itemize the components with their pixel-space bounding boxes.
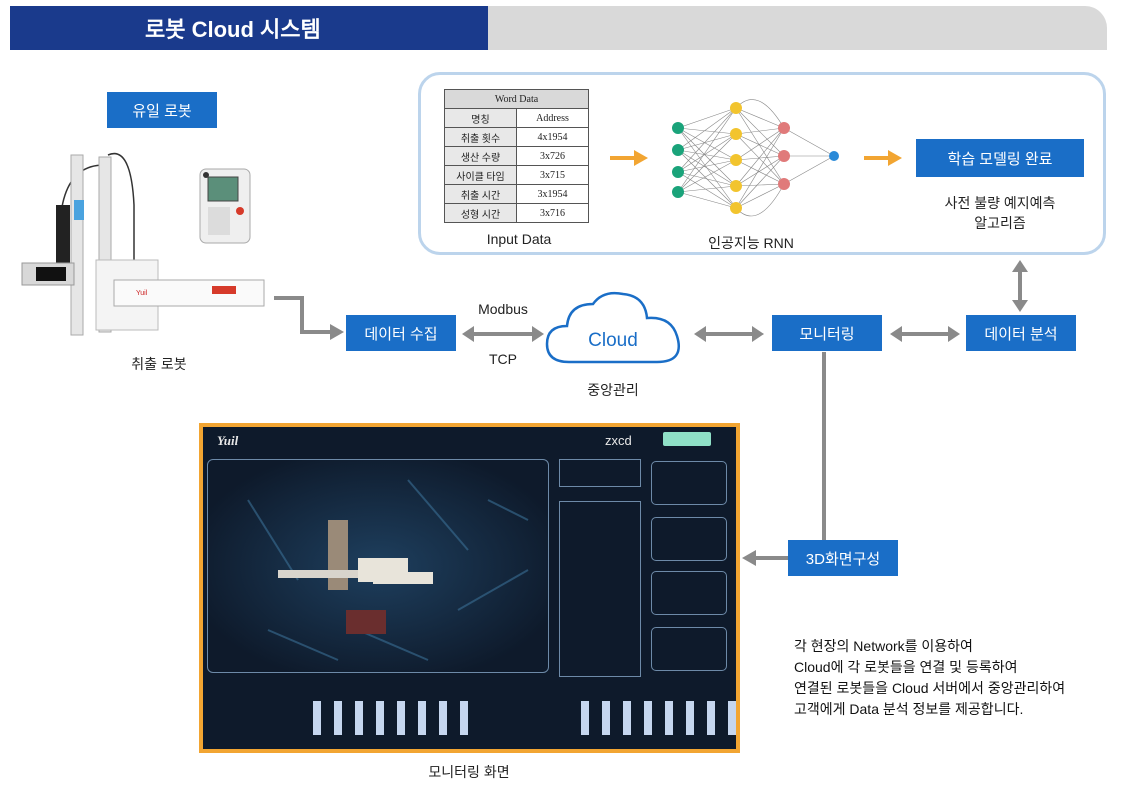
chart-bar [418, 701, 426, 735]
teach-pendant-image [199, 168, 251, 244]
chart-bar [355, 701, 363, 735]
table-row: 생산 수량 3x726 [444, 146, 589, 166]
chart-bar [439, 701, 447, 735]
chart-bar [728, 701, 736, 735]
ai-rnn-caption: 인공지능 RNN [708, 235, 794, 251]
table-col-name: 명칭 [444, 108, 517, 128]
screen-gauge [651, 517, 727, 561]
table-col-address: Address [516, 108, 589, 128]
monitoring-screen-frame: Yuil zxcd [199, 423, 740, 753]
algorithm-caption-line2: 알고리즘 [974, 215, 1026, 231]
neural-network-icon [672, 99, 839, 217]
chart-bar [313, 701, 321, 735]
chart-bar [581, 701, 589, 735]
description-line: Cloud에 각 로봇들을 연결 및 등록하여 [794, 659, 1018, 675]
arrow-robot-to-collect [274, 296, 344, 340]
learning-complete-box: 학습 모델링 완료 [916, 139, 1084, 177]
chart-bar [686, 701, 694, 735]
screen-user: zxcd [605, 433, 632, 448]
extract-robot-caption: 취출 로봇 [131, 356, 187, 372]
table-row: 성형 시간 3x716 [444, 203, 589, 223]
arrow-3d-to-monitor [742, 550, 788, 566]
chart-bar [376, 701, 384, 735]
central-caption: 중앙관리 [587, 382, 639, 398]
table-cell-address: 3x726 [516, 146, 589, 166]
modbus-label: Modbus [478, 301, 528, 317]
table-cell-name: 사이클 타임 [444, 165, 517, 185]
description-text: 각 현장의 Network를 이용하여 Cloud에 각 로봇들을 연결 및 등… [794, 636, 1065, 720]
chart-bar [644, 701, 652, 735]
monitoring-box: 모니터링 [772, 315, 882, 351]
arrow-analysis-ai [1012, 260, 1028, 312]
screen-gauge [651, 571, 727, 615]
data-collect-box: 데이터 수집 [346, 315, 456, 351]
page-title: 로봇 Cloud 시스템 [10, 6, 488, 50]
description-line: 고객에게 Data 분석 정보를 제공합니다. [794, 701, 1024, 717]
yuil-robot-label: 유일 로봇 [107, 92, 217, 128]
screen-status-indicator [559, 459, 641, 487]
chart-bar [623, 701, 631, 735]
chart-bar [707, 701, 715, 735]
robot-image: Yuil [21, 152, 265, 336]
table-cell-address: 4x1954 [516, 127, 589, 147]
arrow-cloud-monitoring [694, 326, 764, 342]
table-cell-address: 3x1954 [516, 184, 589, 204]
screen-gauge [651, 461, 727, 505]
chart-bar [334, 701, 342, 735]
table-header: Word Data [444, 89, 589, 109]
arrow-rnn-to-learning [864, 150, 902, 166]
monitor-caption: 모니터링 화면 [428, 764, 510, 780]
screen-status-button[interactable] [663, 432, 711, 446]
table-cell-address: 3x715 [516, 165, 589, 185]
word-data-table: Word Data 명칭 Address 취출 횟수 4x1954 생산 수량 … [444, 89, 589, 223]
arrow-monitoring-analysis [890, 326, 960, 342]
cloud-label: Cloud [588, 330, 638, 351]
description-line: 각 현장의 Network를 이용하여 [794, 638, 973, 654]
table-cell-address: 3x716 [516, 203, 589, 223]
screen-bar-chart-left [313, 697, 468, 735]
table-row: 사이클 타임 3x715 [444, 165, 589, 185]
table-cell-name: 취출 시간 [444, 184, 517, 204]
chart-bar [602, 701, 610, 735]
svg-text:Yuil: Yuil [136, 290, 148, 297]
screen-3d-view [207, 459, 549, 673]
arrow-input-to-rnn [610, 150, 648, 166]
table-cell-name: 성형 시간 [444, 203, 517, 223]
input-data-caption: Input Data [486, 231, 552, 247]
description-line: 연결된 로봇들을 Cloud 서버에서 중앙관리하여 [794, 680, 1066, 696]
monitoring-screen: Yuil zxcd [203, 427, 736, 749]
screen-data-table [559, 501, 641, 677]
screen-gauge [651, 627, 727, 671]
connector-monitoring-3d [822, 352, 826, 542]
table-cell-name: 생산 수량 [444, 146, 517, 166]
algorithm-caption-line1: 사전 불량 예지예측 [944, 195, 1056, 211]
data-analysis-box: 데이터 분석 [966, 315, 1076, 351]
screen-bar-chart-right [581, 697, 736, 735]
table-row: 취출 시간 3x1954 [444, 184, 589, 204]
arrow-collect-cloud [462, 326, 544, 342]
cloud-icon [545, 291, 680, 364]
chart-bar [665, 701, 673, 735]
chart-bar [460, 701, 468, 735]
chart-bar [397, 701, 405, 735]
table-row: 취출 횟수 4x1954 [444, 127, 589, 147]
screen-3d-robot [247, 479, 529, 661]
tcp-label: TCP [489, 351, 517, 367]
table-cell-name: 취출 횟수 [444, 127, 517, 147]
screen-logo: Yuil [217, 433, 239, 448]
screen-3d-box: 3D화면구성 [788, 540, 898, 576]
